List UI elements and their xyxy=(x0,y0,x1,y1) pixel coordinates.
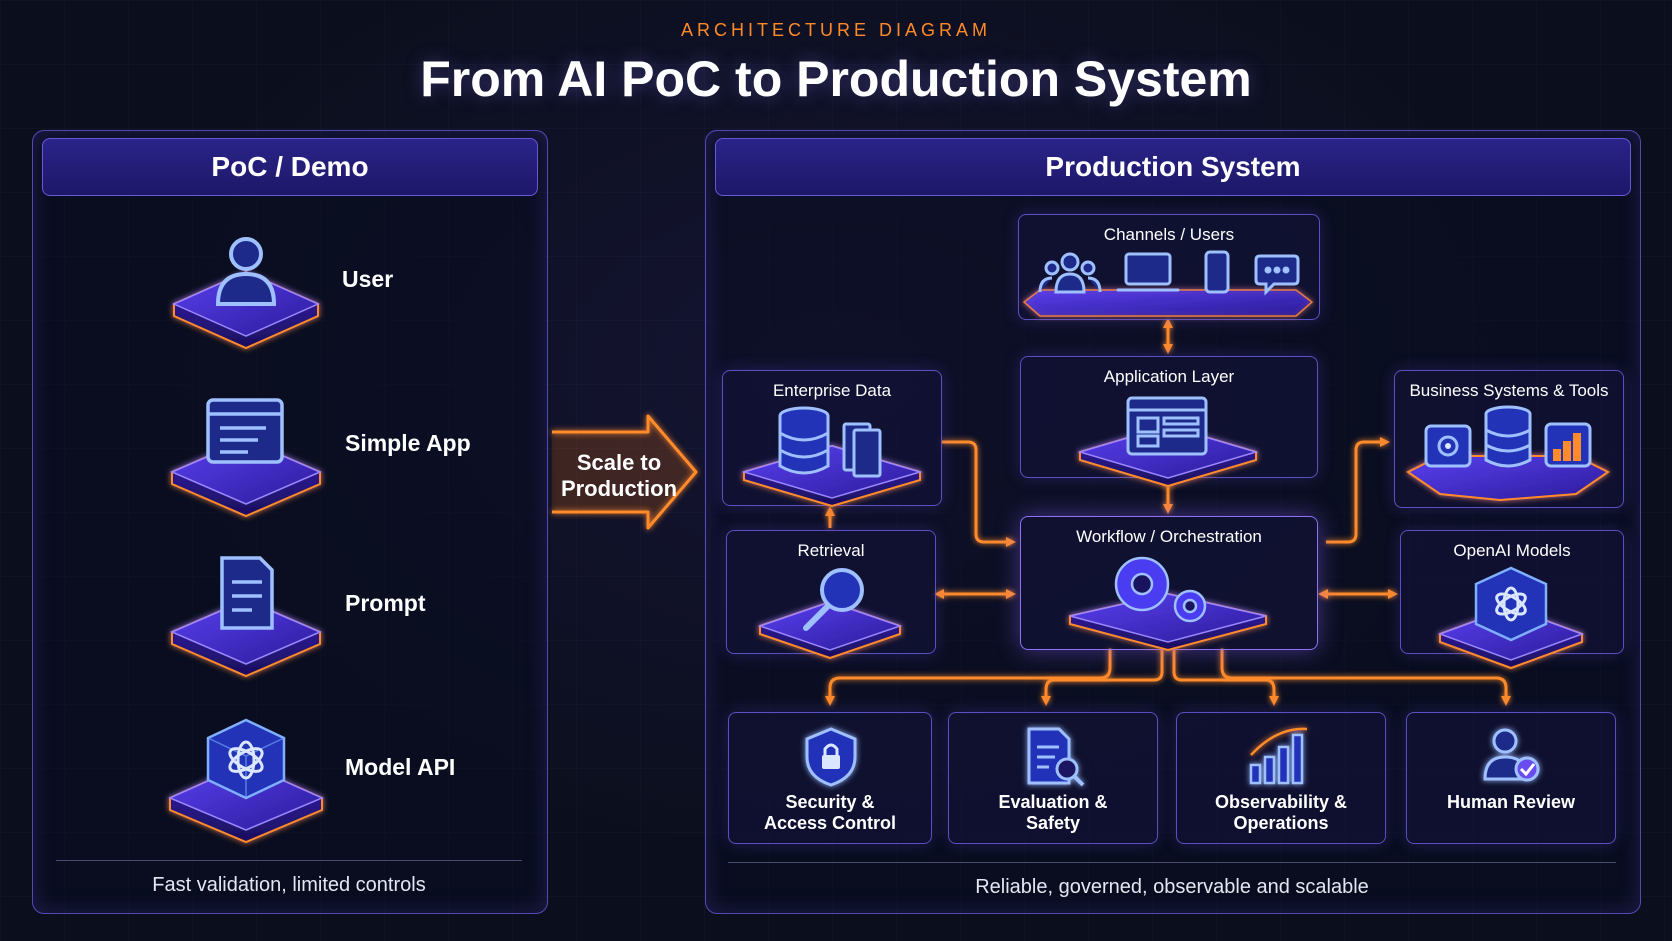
chat-icon xyxy=(1254,254,1300,296)
poc-node-prompt-label: Prompt xyxy=(345,590,426,616)
poc-node-prompt-platform xyxy=(170,556,322,678)
page-title: From AI PoC to Production System xyxy=(420,51,1252,107)
poc-footer: Fast validation, limited controls xyxy=(152,874,426,896)
gear-icon xyxy=(1424,424,1472,468)
openai-title: OpenAI Models xyxy=(1453,541,1571,560)
observability-label-line1: Observability & xyxy=(1214,792,1348,812)
poc-node-app-label: Simple App xyxy=(345,430,471,456)
observability-box: Observability & Operations xyxy=(1176,712,1386,844)
evaluation-label-line2: Safety xyxy=(1025,813,1081,833)
observability-label-line2: Operations xyxy=(1233,813,1329,833)
security-box: Security & Access Control xyxy=(728,712,932,844)
magnifier-icon xyxy=(803,568,864,631)
retrieval-platform xyxy=(757,568,903,660)
enterprise-platform xyxy=(741,406,923,508)
evaluation-box: Evaluation & Safety xyxy=(948,712,1158,844)
poc-node-user-label: User xyxy=(342,266,394,292)
evaluation-label-line1: Evaluation & xyxy=(998,792,1108,812)
scale-text: Scale to Production xyxy=(560,450,678,502)
business-platform xyxy=(1406,405,1610,502)
channels-icons xyxy=(1022,250,1314,317)
database-icon xyxy=(778,406,830,475)
production-footer-divider xyxy=(728,862,1616,863)
poc-footer-divider xyxy=(56,860,522,861)
human-review-label: Human Review xyxy=(1407,792,1615,813)
document-search-icon xyxy=(1027,727,1085,787)
poc-node-model-platform xyxy=(168,718,324,844)
security-label-line1: Security & xyxy=(785,792,875,812)
human-review-box: Human Review xyxy=(1406,712,1616,844)
user-icon xyxy=(215,237,277,306)
production-panel-title: Production System xyxy=(715,138,1631,196)
app-window-icon xyxy=(206,398,284,464)
user-check-icon xyxy=(1483,728,1540,782)
channels-title: Channels / Users xyxy=(1103,225,1235,244)
enterprise-title: Enterprise Data xyxy=(772,381,892,400)
eyebrow: ARCHITECTURE DIAGRAM xyxy=(680,20,991,40)
scale-text-line1: Scale to xyxy=(576,450,662,475)
gears-icon xyxy=(1114,556,1207,623)
workflow-platform xyxy=(1069,556,1267,652)
document-icon xyxy=(220,556,274,630)
retrieval-title: Retrieval xyxy=(797,541,865,560)
application-platform xyxy=(1077,396,1259,488)
scale-text-line2: Production xyxy=(560,476,678,501)
poc-node-model-label: Model API xyxy=(345,754,456,780)
security-label-line2: Access Control xyxy=(763,813,897,833)
openai-platform xyxy=(1437,566,1585,670)
poc-panel-title: PoC / Demo xyxy=(42,138,538,196)
workflow-title: Workflow / Orchestration xyxy=(1076,527,1262,546)
observability-label: Observability & Operations xyxy=(1177,792,1385,834)
users-icon xyxy=(1038,252,1102,294)
bar-chart-icon xyxy=(1249,727,1308,785)
scale-arrow xyxy=(552,414,698,530)
production-footer: Reliable, governed, observable and scala… xyxy=(975,876,1369,898)
security-label: Security & Access Control xyxy=(729,792,931,834)
application-title: Application Layer xyxy=(1103,367,1235,386)
bar-chart-icon xyxy=(1544,422,1592,468)
poc-node-user-platform xyxy=(172,237,320,350)
dashboard-icon xyxy=(1126,396,1208,456)
evaluation-label: Evaluation & Safety xyxy=(949,792,1157,834)
phone-icon xyxy=(1204,250,1230,294)
openai-cube-icon xyxy=(206,718,286,800)
openai-cube-icon xyxy=(1474,566,1548,642)
shield-lock-icon xyxy=(805,727,857,787)
human-review-label-line1: Human Review xyxy=(1446,792,1576,812)
database-icon xyxy=(1484,405,1532,468)
poc-node-app-platform xyxy=(170,398,322,518)
business-title: Business Systems & Tools xyxy=(1409,381,1609,400)
laptop-icon xyxy=(1116,252,1180,292)
files-icon xyxy=(842,422,882,478)
